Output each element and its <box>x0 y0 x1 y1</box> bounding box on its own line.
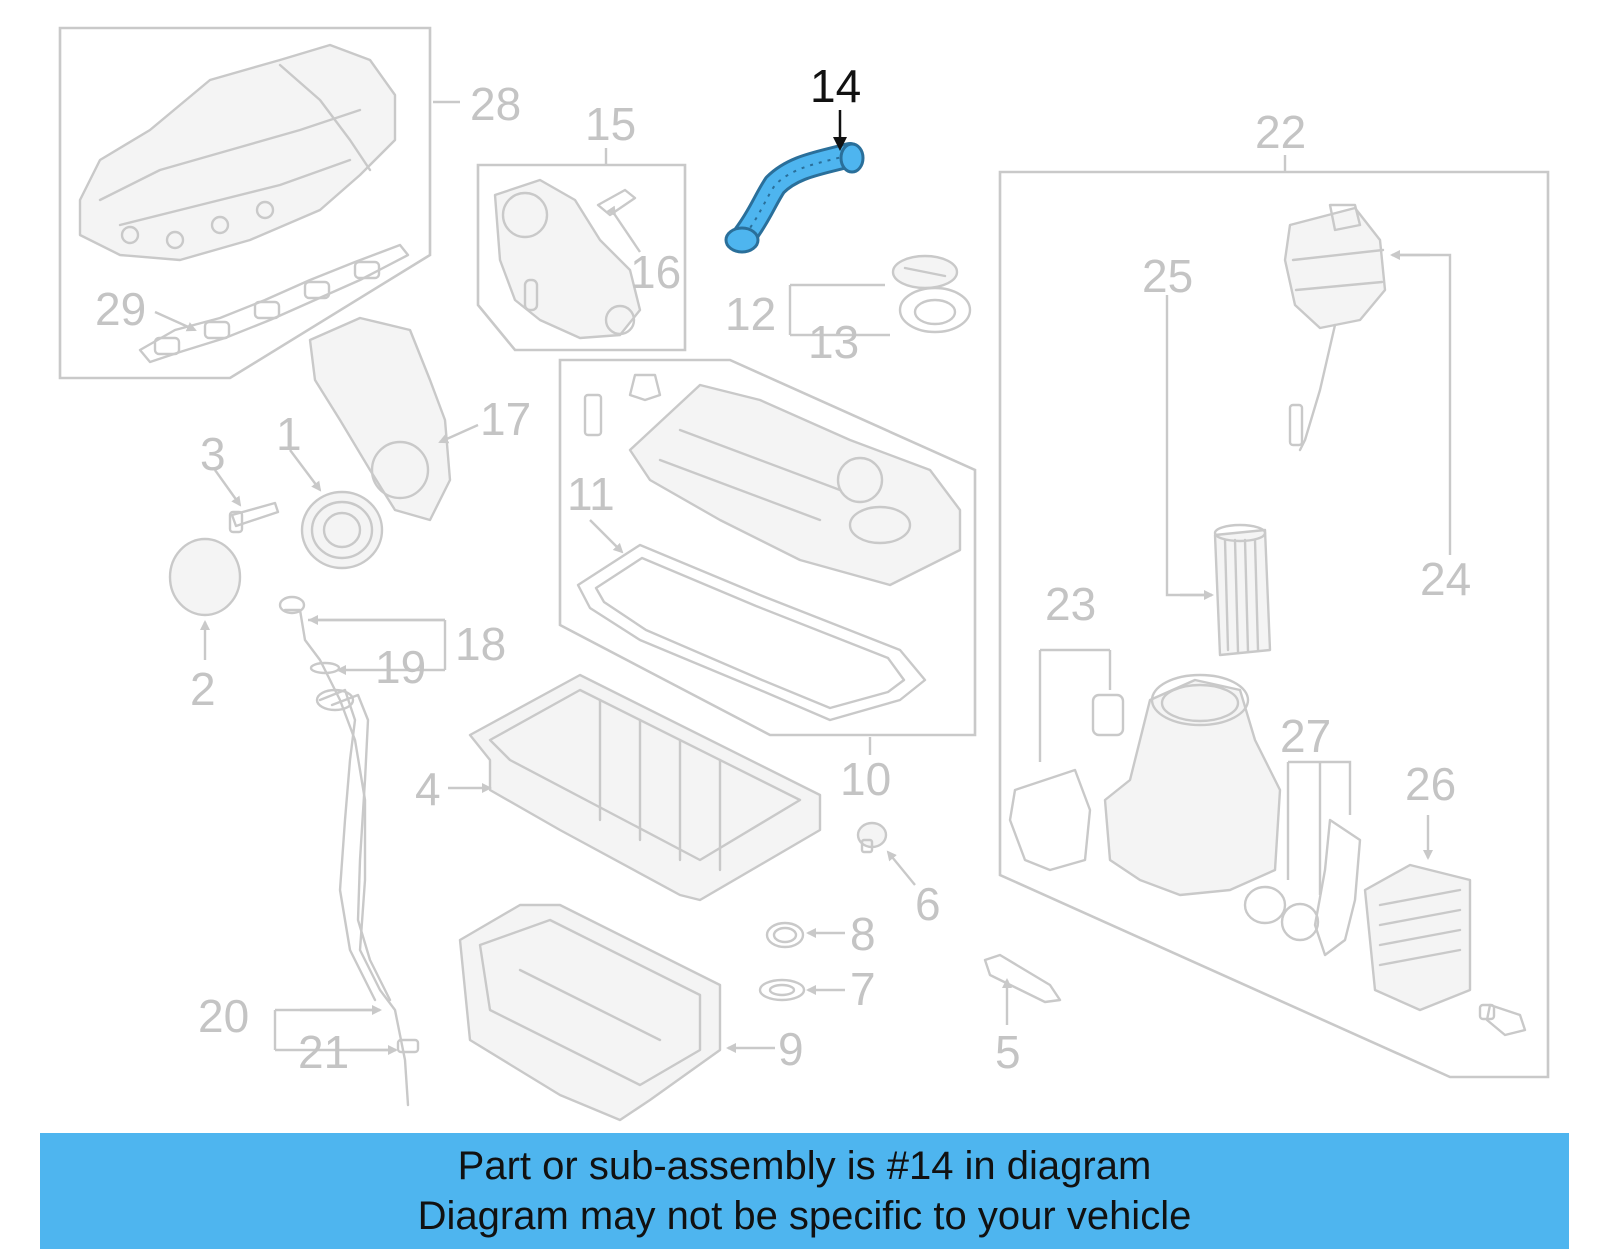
part-25-filter-element <box>1213 523 1272 657</box>
label-24: 24 <box>1420 553 1471 605</box>
part-6-drain-plug <box>856 821 888 854</box>
group-box-22 <box>998 170 1550 1079</box>
part-14-breather-hose <box>724 110 865 254</box>
leader-1 <box>289 449 322 492</box>
part-12-oil-cap <box>891 254 959 290</box>
part-bolt-bottom-right <box>1478 1003 1527 1037</box>
banner-line-2: Diagram may not be specific to your vehi… <box>417 1194 1192 1238</box>
label-3: 3 <box>200 428 226 480</box>
label-6: 6 <box>915 878 941 930</box>
label-16: 16 <box>630 246 681 298</box>
leader-6 <box>886 850 916 886</box>
part-3-bolt <box>228 501 280 534</box>
label-10: 10 <box>840 753 891 805</box>
group-box-28 <box>58 26 432 380</box>
label-25: 25 <box>1142 250 1193 302</box>
part-5-sealant-tube <box>983 953 1062 1004</box>
label-27: 27 <box>1280 710 1331 762</box>
label-4: 4 <box>415 763 441 815</box>
leader-25 <box>1165 295 1212 597</box>
part-20-guide-tube <box>315 688 392 1002</box>
part-oil-filter-housing <box>1103 673 1282 897</box>
label-26: 26 <box>1405 758 1456 810</box>
part-29-gasket <box>138 243 410 364</box>
label-20: 20 <box>198 990 249 1042</box>
leader-17 <box>438 423 479 444</box>
label-14: 14 <box>810 60 861 112</box>
part-23-gaskets <box>1008 693 1125 872</box>
leader-3 <box>214 469 242 507</box>
label-9: 9 <box>778 1023 804 1075</box>
label-11: 11 <box>567 468 615 520</box>
part-15-timing-cover <box>493 178 642 340</box>
label-8: 8 <box>850 908 876 960</box>
part-26-oil-cooler <box>1363 863 1472 1012</box>
leader-11 <box>589 519 624 554</box>
part-16-clip <box>596 188 641 253</box>
part-18-dipstick <box>278 595 410 1107</box>
part-10-valve-cover <box>628 383 962 587</box>
label-12: 12 <box>725 288 776 340</box>
part-8-seal-ring <box>765 921 805 949</box>
label-7: 7 <box>850 963 876 1015</box>
part-4-upper-oil-pan <box>468 673 822 902</box>
label-17: 17 <box>480 393 531 445</box>
group-box-10 <box>558 358 977 737</box>
label-29: 29 <box>95 283 146 335</box>
label-2: 2 <box>190 663 216 715</box>
leader-23 <box>1038 648 1112 762</box>
part-9-lower-oil-pan <box>458 903 722 1122</box>
leader-29 <box>154 310 197 332</box>
group-box-15 <box>476 163 687 352</box>
label-21: 21 <box>298 1026 349 1078</box>
info-banner: Part or sub-assembly is #14 in diagram D… <box>40 1133 1569 1249</box>
label-1: 1 <box>276 408 302 460</box>
label-22: 22 <box>1255 106 1306 158</box>
part-1-pulley <box>300 490 384 570</box>
part-11-gasket <box>576 543 927 722</box>
part-24-filter-cap <box>1283 203 1387 452</box>
label-28: 28 <box>470 78 521 130</box>
part-bolts-top <box>583 373 662 437</box>
leader-27 <box>1286 760 1352 895</box>
leader-24 <box>1400 253 1452 555</box>
part-2-cap <box>168 537 242 617</box>
label-5: 5 <box>995 1026 1021 1078</box>
part-28-intake-manifold <box>78 43 397 262</box>
part-21-bolt <box>396 1038 420 1054</box>
part-13-seal <box>898 286 972 334</box>
part-27-o-rings <box>1243 818 1362 957</box>
part-7-seal <box>758 978 806 1002</box>
label-13: 13 <box>808 316 859 368</box>
label-23: 23 <box>1045 578 1096 630</box>
part-17-cover <box>308 316 452 522</box>
label-15: 15 <box>585 98 636 150</box>
label-18: 18 <box>455 618 506 670</box>
label-19: 19 <box>375 641 426 693</box>
banner-line-1: Part or sub-assembly is #14 in diagram <box>457 1144 1152 1188</box>
leader-12-13 <box>788 283 890 337</box>
